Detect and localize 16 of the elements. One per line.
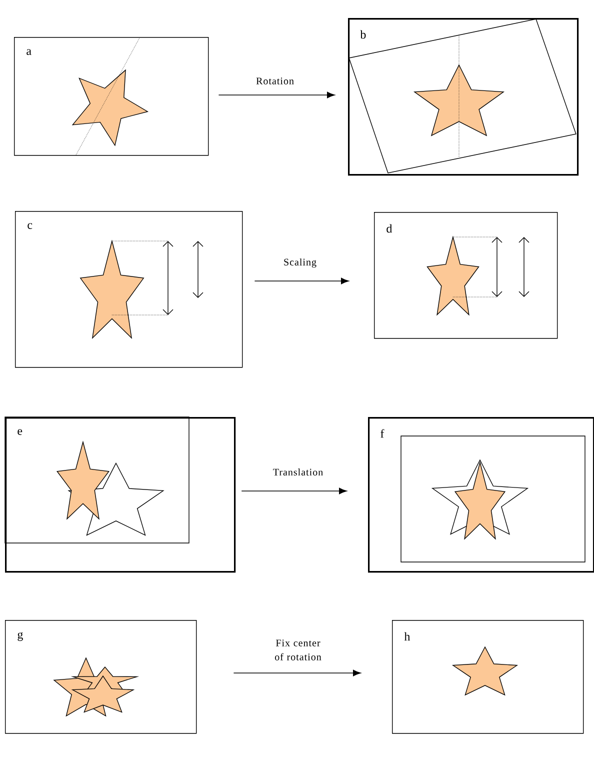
arrow (241, 488, 347, 494)
panel-box: h (392, 620, 584, 734)
arrow (218, 92, 335, 98)
panel-box: f (368, 417, 594, 573)
arrow (233, 670, 361, 676)
panel-box: e (5, 417, 236, 573)
edge-label: Translation (273, 468, 323, 476)
edge-label: Fix center of rotation (275, 640, 322, 660)
panel-box: a (14, 37, 209, 156)
edge-label: Scaling (284, 258, 316, 268)
panel-box: c (15, 211, 243, 368)
panel-box: g (5, 620, 197, 734)
edge-label: Rotation (256, 78, 294, 84)
panel-box: b (348, 18, 579, 176)
panel-box: d (374, 212, 558, 339)
arrow (254, 278, 349, 284)
